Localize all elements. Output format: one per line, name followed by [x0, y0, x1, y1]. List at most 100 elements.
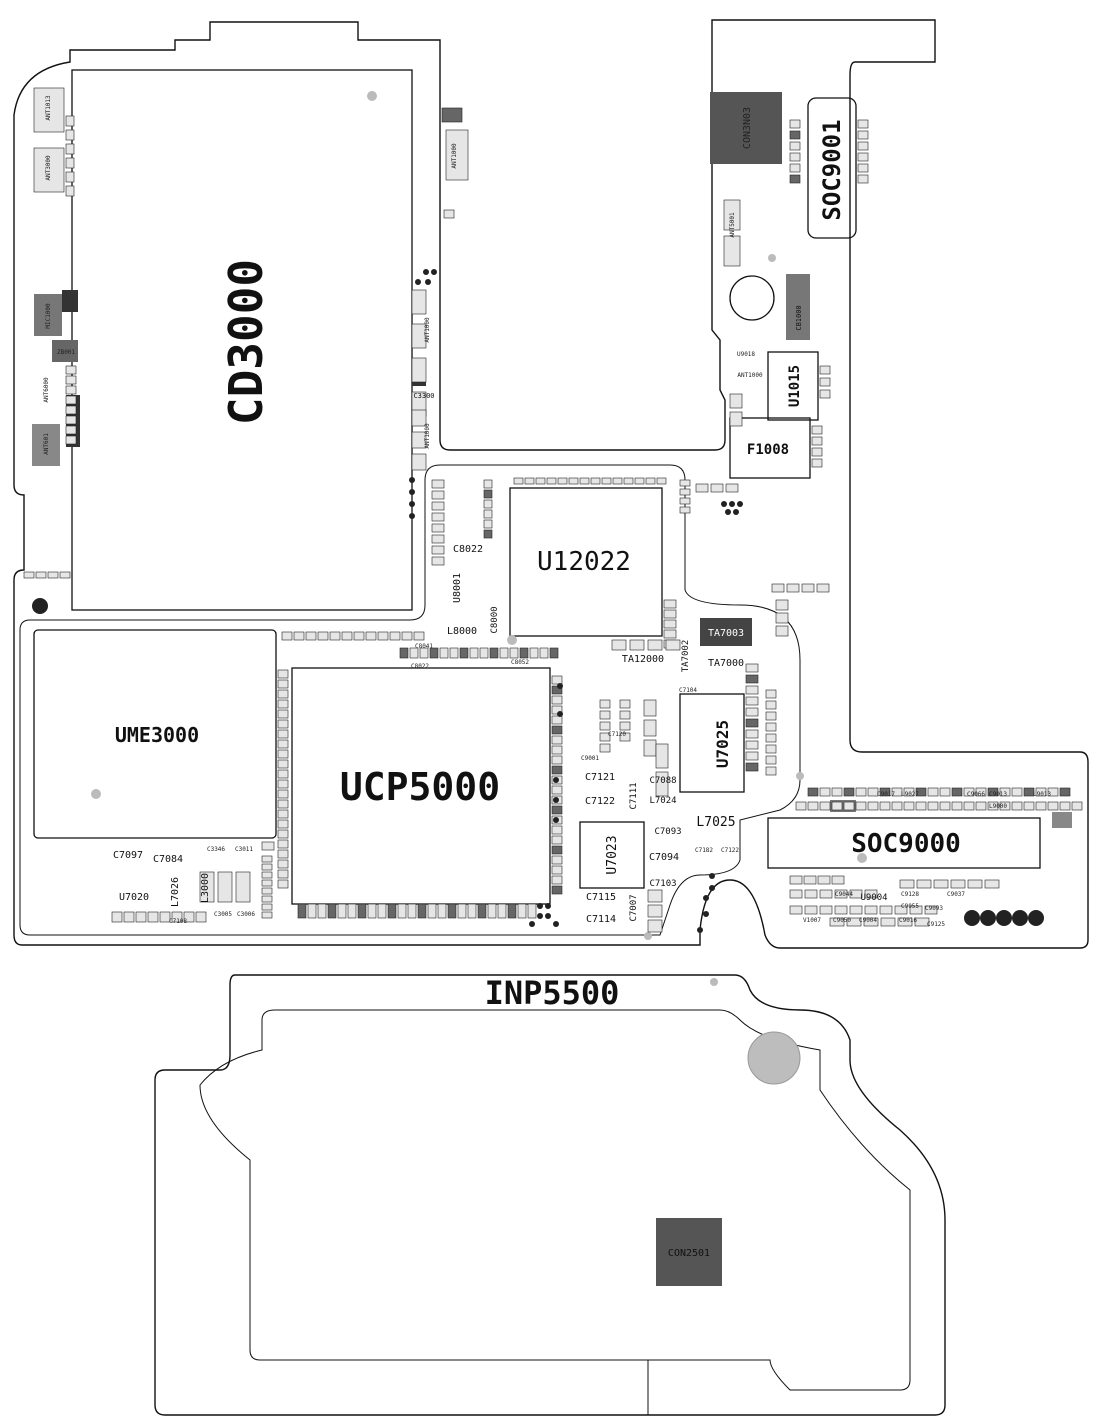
smd-pad [656, 477, 667, 485]
ta7002-label: TA7002 [681, 640, 691, 673]
smd-pad [411, 357, 427, 383]
smd-pad [647, 639, 663, 651]
via [996, 910, 1012, 926]
smd-pad [811, 425, 823, 435]
smd-pad [655, 771, 669, 797]
via [423, 269, 429, 275]
zb001-block [52, 340, 78, 362]
smd-pad [277, 709, 289, 719]
smd-pad [277, 879, 289, 889]
smd-pad [277, 779, 289, 789]
smd-pad [789, 130, 801, 140]
smd-pad [804, 905, 818, 915]
smd-pad [147, 911, 159, 923]
smd-pad [647, 904, 663, 918]
smd-pad [59, 571, 71, 579]
smd-pad [849, 905, 863, 915]
smd-pad [951, 787, 963, 797]
smd-pad [159, 911, 171, 923]
cb1000-block [786, 274, 810, 340]
smd-pad [864, 889, 878, 899]
ume3000-outline [33, 629, 277, 839]
smd-pad [663, 609, 677, 619]
c9125-label: C9125 [927, 921, 945, 928]
smd-pad [365, 631, 377, 641]
smd-pad [389, 631, 401, 641]
smd-pad [183, 911, 195, 923]
smd-pad [35, 571, 47, 579]
smd-pad [1059, 801, 1071, 811]
smd-pad [277, 809, 289, 819]
smd-pad [261, 879, 273, 887]
smd-pad [1023, 801, 1035, 811]
main-board-outline [13, 19, 1089, 949]
u7025-label: U7025 [713, 720, 732, 768]
c9017-label: C9017 [877, 791, 895, 798]
c7088-label: C7088 [649, 776, 676, 786]
smd-pad [551, 735, 563, 745]
ta7003-label: TA7003 [708, 628, 744, 639]
smd-pad [431, 545, 445, 555]
smd-pad [499, 647, 509, 659]
fiducial [91, 789, 101, 799]
smd-pad [643, 719, 657, 737]
smd-pad [789, 119, 801, 129]
dark-block-right [1052, 812, 1072, 828]
smd-pad [663, 629, 677, 639]
mic1000-label: MIC1000 [45, 303, 52, 329]
c7122b-label: C7122 [721, 847, 739, 854]
smd-pad [65, 171, 75, 183]
smd-pad [655, 743, 669, 769]
smd-pad [377, 903, 387, 919]
smd-pad [765, 711, 777, 721]
smd-pad [557, 477, 568, 485]
smd-pad [879, 905, 893, 915]
smd-pad [601, 477, 612, 485]
smd-pad [529, 647, 539, 659]
smd-pad [568, 477, 579, 485]
smd-pad [857, 141, 869, 151]
smd-pad [775, 599, 789, 611]
smd-pad [789, 174, 801, 184]
smd-pad [880, 917, 896, 927]
u12022-label: U12022 [537, 547, 631, 577]
smd-pad [277, 819, 289, 829]
c9050-label: C9050 [833, 917, 851, 924]
smd-pad [909, 905, 923, 915]
c7094-label: C7094 [649, 852, 679, 863]
l9027-label: L9027 [901, 791, 919, 798]
smd-pad [123, 911, 135, 923]
smd-pad [903, 787, 915, 797]
smd-pad [551, 725, 563, 735]
inner-contour [19, 464, 801, 936]
via [1028, 910, 1044, 926]
smd-pad [867, 787, 879, 797]
fiducial [710, 978, 718, 986]
smd-pad [551, 675, 563, 685]
smd-pad [710, 483, 724, 493]
smd-pad [549, 647, 559, 659]
con3n03-label: CON3N03 [742, 107, 753, 149]
smd-pad [975, 787, 987, 797]
soc9000-outline [767, 817, 1041, 869]
smd-pad [612, 477, 623, 485]
smd-pad [447, 903, 457, 919]
via [415, 279, 421, 285]
via [733, 509, 739, 515]
smd-pad [963, 787, 975, 797]
smd-pad [619, 732, 631, 742]
smd-pad [745, 696, 759, 706]
c3011-label: C3011 [235, 846, 253, 853]
bottom-board-outline [154, 974, 946, 1416]
smd-pad [1011, 801, 1023, 811]
smd-pad [1047, 801, 1059, 811]
smd-pad [807, 801, 819, 811]
smd-pad [665, 639, 681, 651]
via [545, 903, 551, 909]
smd-pad [65, 415, 77, 425]
smd-pad [951, 801, 963, 811]
smd-pad [413, 631, 425, 641]
smd-pad [855, 801, 867, 811]
smd-pad [519, 647, 529, 659]
smd-pad [619, 710, 631, 720]
